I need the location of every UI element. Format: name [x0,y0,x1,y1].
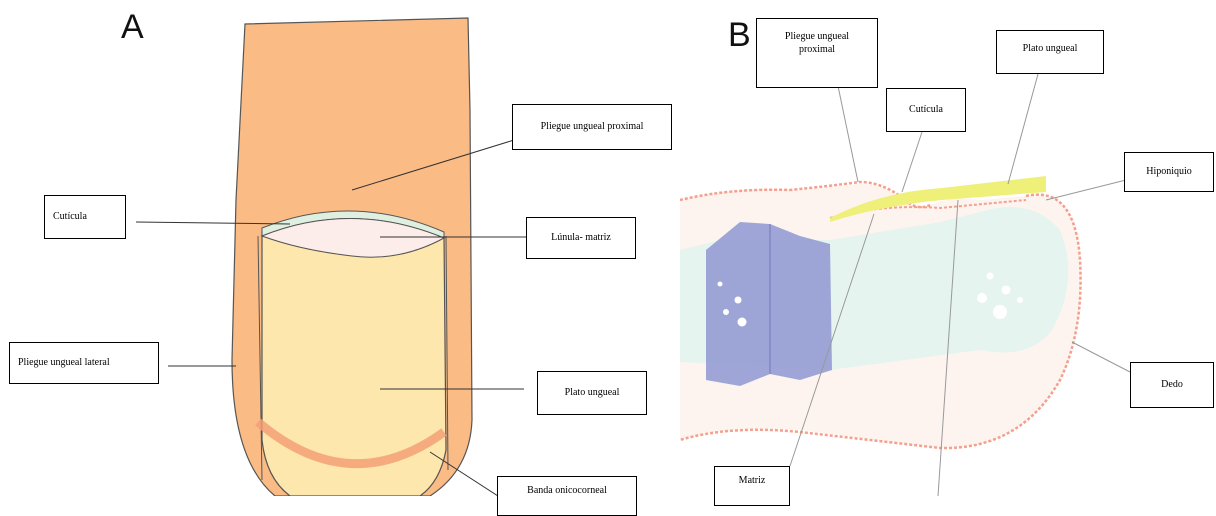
leader-plato-b [1008,74,1038,184]
nail-plate [262,215,446,496]
leader-hiponiquio [1046,180,1126,200]
tissue-spot [987,273,994,280]
bone-cavity [738,318,747,327]
tissue-spot [1002,286,1011,295]
label-pliegue-ungueal-lateral: Pliegue ungueal lateral [9,342,159,384]
bone-cavity [735,297,742,304]
panel-b: B Pliegue ungueal proximal Plato ungueal… [680,0,1216,496]
label-pliegue-ungueal-proximal-b: Pliegue ungueal proximal [756,18,878,88]
leader-pliegue-proximal-b [838,86,858,182]
label-hiponiquio: Hiponiquio [1124,152,1214,192]
label-plato-ungueal: Plato ungueal [537,371,647,415]
leader-dedo [1072,342,1130,372]
label-cuticula: Cutícula [44,195,126,239]
panel-letter-b: B [728,18,751,52]
label-dedo: Dedo [1130,362,1214,408]
panel-a: A Pliegue ungueal proximal Cutícula Lúnu… [0,0,680,496]
label-plato-ungueal-b: Plato ungueal [996,30,1104,74]
label-banda-onicocorneal: Banda onicocorneal [497,476,637,516]
tissue-spot [977,293,987,303]
bone-cavity [723,309,729,315]
panel-letter-a: A [121,10,144,44]
bone-cavity [718,282,723,287]
label-lunula-matriz: Lúnula- matriz [526,217,636,259]
label-matriz: Matriz [714,466,790,506]
tissue-spot [993,305,1007,319]
leader-cuticula-b [902,132,922,192]
label-pliegue-ungueal-proximal: Pliegue ungueal proximal [512,104,672,150]
tissue-spot [1017,297,1023,303]
label-cuticula-b: Cutícula [886,88,966,132]
